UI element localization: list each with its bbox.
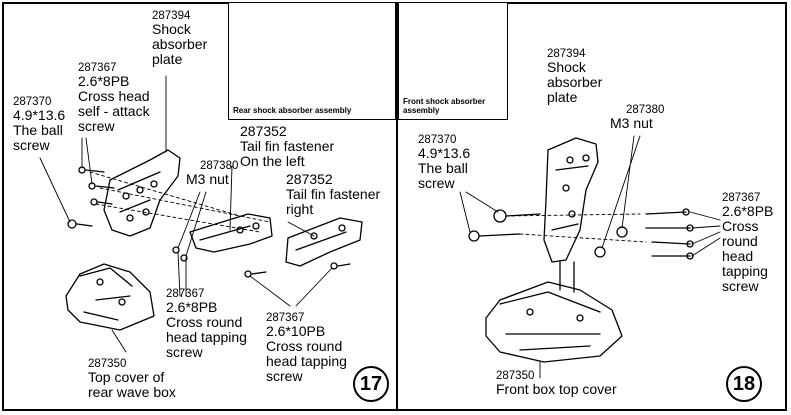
rear-self-attack-screw-label: 287367 2.6*8PB Cross head self - attack … — [78, 62, 150, 134]
part-code: 287367 — [166, 288, 205, 300]
label-line: 4.9*13.6 — [13, 107, 66, 123]
tail-fin-right-drawing — [285, 217, 363, 267]
label-line: Cross — [722, 218, 759, 234]
rear-leader-lines — [39, 75, 333, 353]
label-line: plate — [152, 51, 183, 67]
step-17-badge: 17 — [353, 366, 389, 402]
label-line: 2.6*8PB — [166, 299, 218, 315]
rear-top-cover-drawing — [65, 263, 155, 331]
rear-inset-caption: Rear shock absorber assembly — [233, 106, 352, 115]
part-code: 287367 — [266, 312, 305, 324]
front-tapping-label: 287367 2.6*8PB Cross round head tapping … — [722, 192, 773, 294]
front-assembly-inset: Front shock absorber assembly — [398, 2, 508, 120]
rear-shock-plate-label: 287394 Shock absorber plate — [152, 10, 207, 67]
front-shock-plate-drawing — [543, 137, 599, 263]
part-code: 287394 — [547, 48, 586, 60]
label-line: Shock — [547, 59, 586, 75]
label-line: rear wave box — [88, 384, 176, 400]
label-line: Cross round — [166, 314, 243, 330]
step-18-badge: 18 — [726, 366, 762, 402]
part-code: 287350 — [88, 358, 127, 370]
label-line: head tapping — [166, 329, 247, 345]
label-line: round — [722, 233, 758, 249]
label-line: self - attack — [78, 103, 150, 119]
rear-m3-nut-label: 287380 M3 nut — [186, 160, 238, 187]
front-leader-lines — [459, 135, 721, 379]
rear-assembly-inset: Rear shock absorber assembly — [228, 2, 396, 120]
label-line: screw — [13, 137, 50, 153]
label-line: On the left — [240, 153, 305, 169]
label-line: absorber — [152, 36, 208, 52]
part-code: 287352 — [286, 171, 333, 187]
rear-ball-screw-label: 287370 4.9*13.6 The ball screw — [13, 96, 65, 153]
label-line: plate — [547, 89, 578, 105]
label-line: M3 nut — [610, 115, 653, 131]
front-top-cover-drawing — [485, 261, 623, 363]
label-line: 2.6*10PB — [266, 323, 326, 339]
front-shock-plate-label: 287394 Shock absorber plate — [547, 48, 602, 105]
part-code: 287380 — [200, 160, 239, 172]
label-line: absorber — [547, 74, 603, 90]
front-m3-nut-label: 287380 M3 nut — [610, 104, 664, 131]
label-line: 2.6*8PB — [722, 203, 774, 219]
tail-fin-left-label: 287352 Tail fin fastener On the left — [240, 124, 334, 169]
label-line: The ball — [13, 122, 63, 138]
label-line: screw — [166, 344, 203, 360]
tail-fin-right-label: 287352 Tail fin fastener right — [286, 172, 380, 217]
part-code: 287370 — [13, 96, 52, 108]
rear-top-cover-label: 287350 Top cover of rear wave box — [88, 358, 176, 400]
label-line: The ball — [418, 160, 468, 176]
label-line: screw — [722, 278, 759, 294]
label-line: screw — [78, 118, 115, 134]
part-code: 287350 — [496, 370, 535, 382]
rear-tapping-8-label: 287367 2.6*8PB Cross round head tapping … — [166, 288, 247, 360]
label-line: screw — [266, 368, 303, 384]
part-code: 287352 — [240, 123, 287, 139]
label-line: head tapping — [266, 353, 347, 369]
label-line: 2.6*8PB — [78, 73, 130, 89]
front-ball-screw-label: 287370 4.9*13.6 The ball screw — [418, 134, 470, 191]
front-inset-caption: Front shock absorber assembly — [403, 97, 486, 115]
label-line: tapping — [722, 263, 768, 279]
part-code: 287367 — [722, 192, 761, 204]
label-line: Cross head — [78, 88, 150, 104]
label-line: 4.9*13.6 — [418, 145, 471, 161]
front-top-cover-label: 287350 Front box top cover — [496, 370, 617, 397]
label-line: Cross round — [266, 338, 343, 354]
rear-shock-plate-drawing — [103, 149, 181, 237]
label-line: right — [286, 201, 314, 217]
front-screws-drawing — [468, 208, 694, 260]
label-line: Top cover of — [88, 369, 165, 385]
label-line: M3 nut — [186, 171, 229, 187]
part-code: 287370 — [418, 134, 457, 146]
label-line: Tail fin fastener — [286, 186, 381, 202]
tail-fin-left-drawing — [189, 213, 273, 253]
label-line: Tail fin fastener — [240, 138, 335, 154]
label-line: Front box top cover — [496, 381, 617, 397]
panel-divider — [396, 2, 398, 411]
rear-tapping-10-label: 287367 2.6*10PB Cross round head tapping… — [266, 312, 347, 384]
label-line: head — [722, 248, 754, 264]
label-line: Shock — [152, 21, 191, 37]
part-code: 287394 — [152, 10, 191, 22]
part-code: 287380 — [626, 104, 665, 116]
part-code: 287367 — [78, 62, 117, 74]
label-line: screw — [418, 175, 455, 191]
